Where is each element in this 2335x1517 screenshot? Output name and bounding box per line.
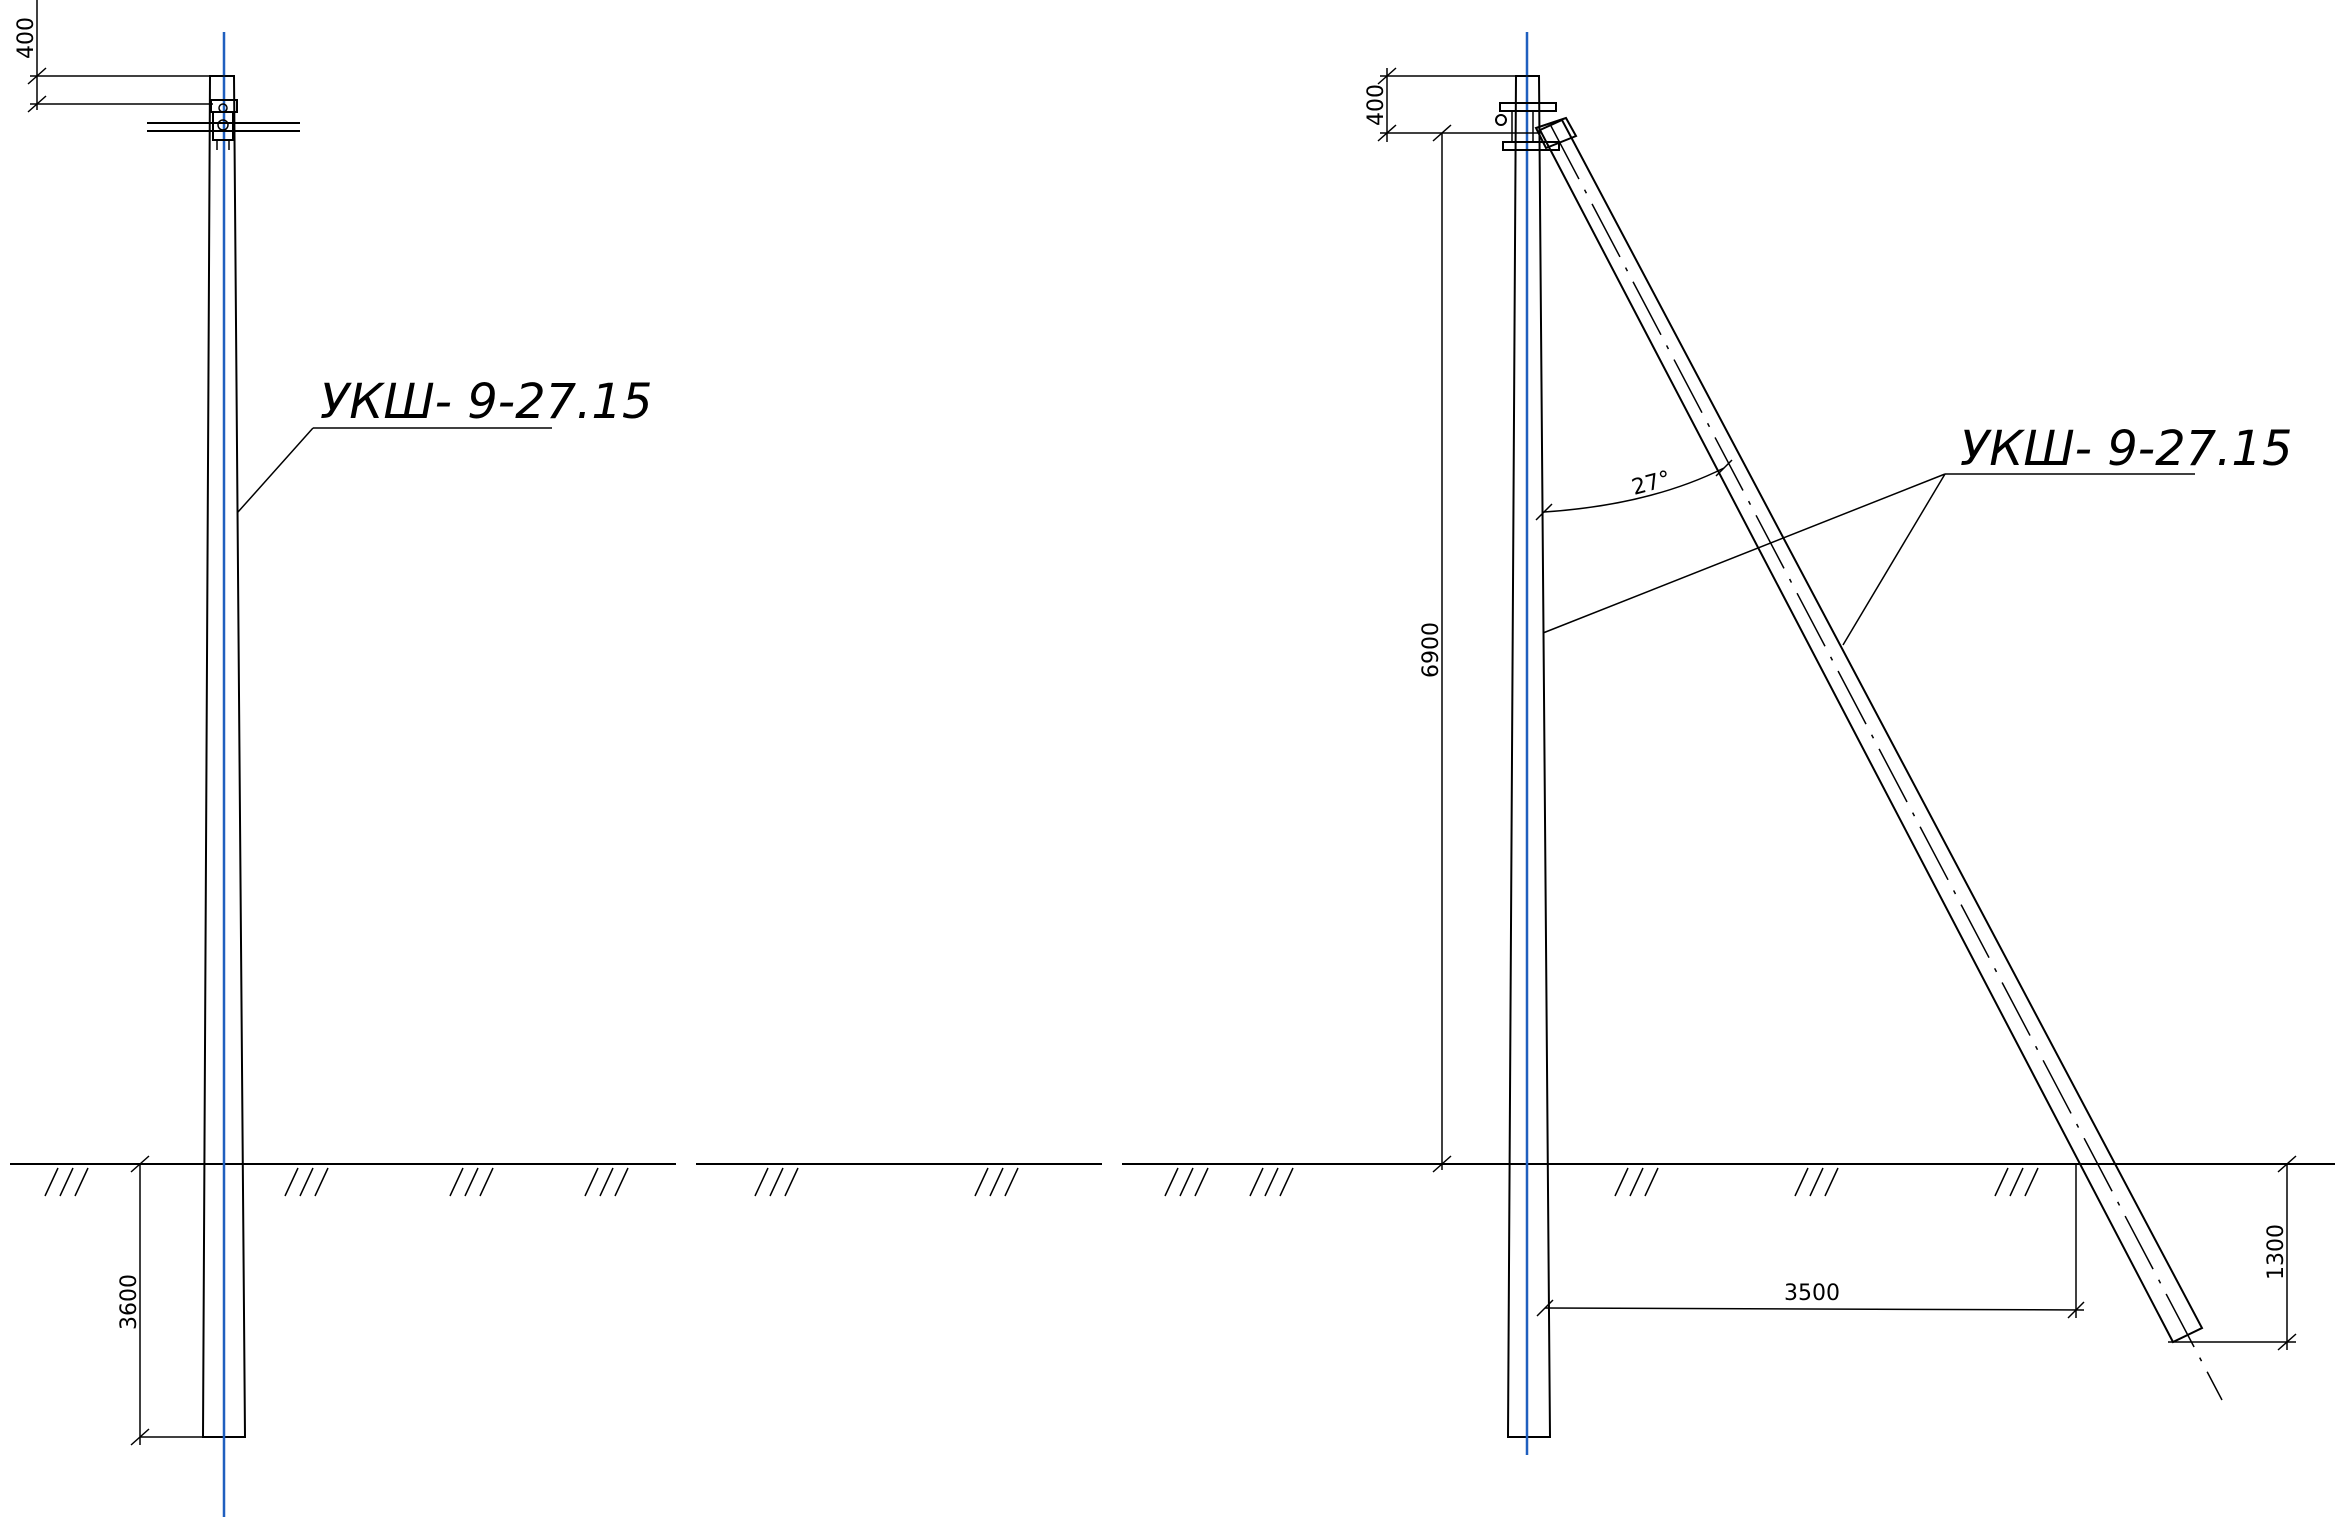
right-dim-top (1377, 67, 1539, 142)
dim-base-text: 3500 (1784, 1281, 1840, 1306)
left-dim-top (27, 0, 234, 113)
right-pole-label: УКШ- 9-27.15 (1960, 421, 2293, 477)
right-dim-height (1432, 124, 1452, 1173)
strut (1538, 118, 2204, 1344)
ground-hatching (44, 1167, 2039, 1197)
strut-axis (1550, 125, 2223, 1401)
right-label-leader (1542, 473, 2195, 646)
left-dim-depth (130, 1155, 203, 1446)
left-dim-depth-text: 3600 (117, 1274, 142, 1330)
angle-arc (1535, 459, 1733, 521)
right-pole (1506, 75, 1552, 1438)
left-dim-top-text: 400 (14, 17, 39, 59)
left-label-leader (237, 427, 552, 513)
left-crossarm (147, 99, 300, 150)
right-dim-top-text: 400 (1364, 84, 1389, 126)
angle-text: 27° (1629, 467, 1673, 501)
dim-base (1536, 1164, 2085, 1319)
dim-strut-depth-text: 1300 (2264, 1224, 2289, 1280)
dim-strut-depth (2168, 1155, 2297, 1351)
right-pole-hardware (1495, 102, 1578, 151)
left-pole-label: УКШ- 9-27.15 (320, 374, 653, 430)
right-dim-height-text: 6900 (1419, 622, 1444, 678)
